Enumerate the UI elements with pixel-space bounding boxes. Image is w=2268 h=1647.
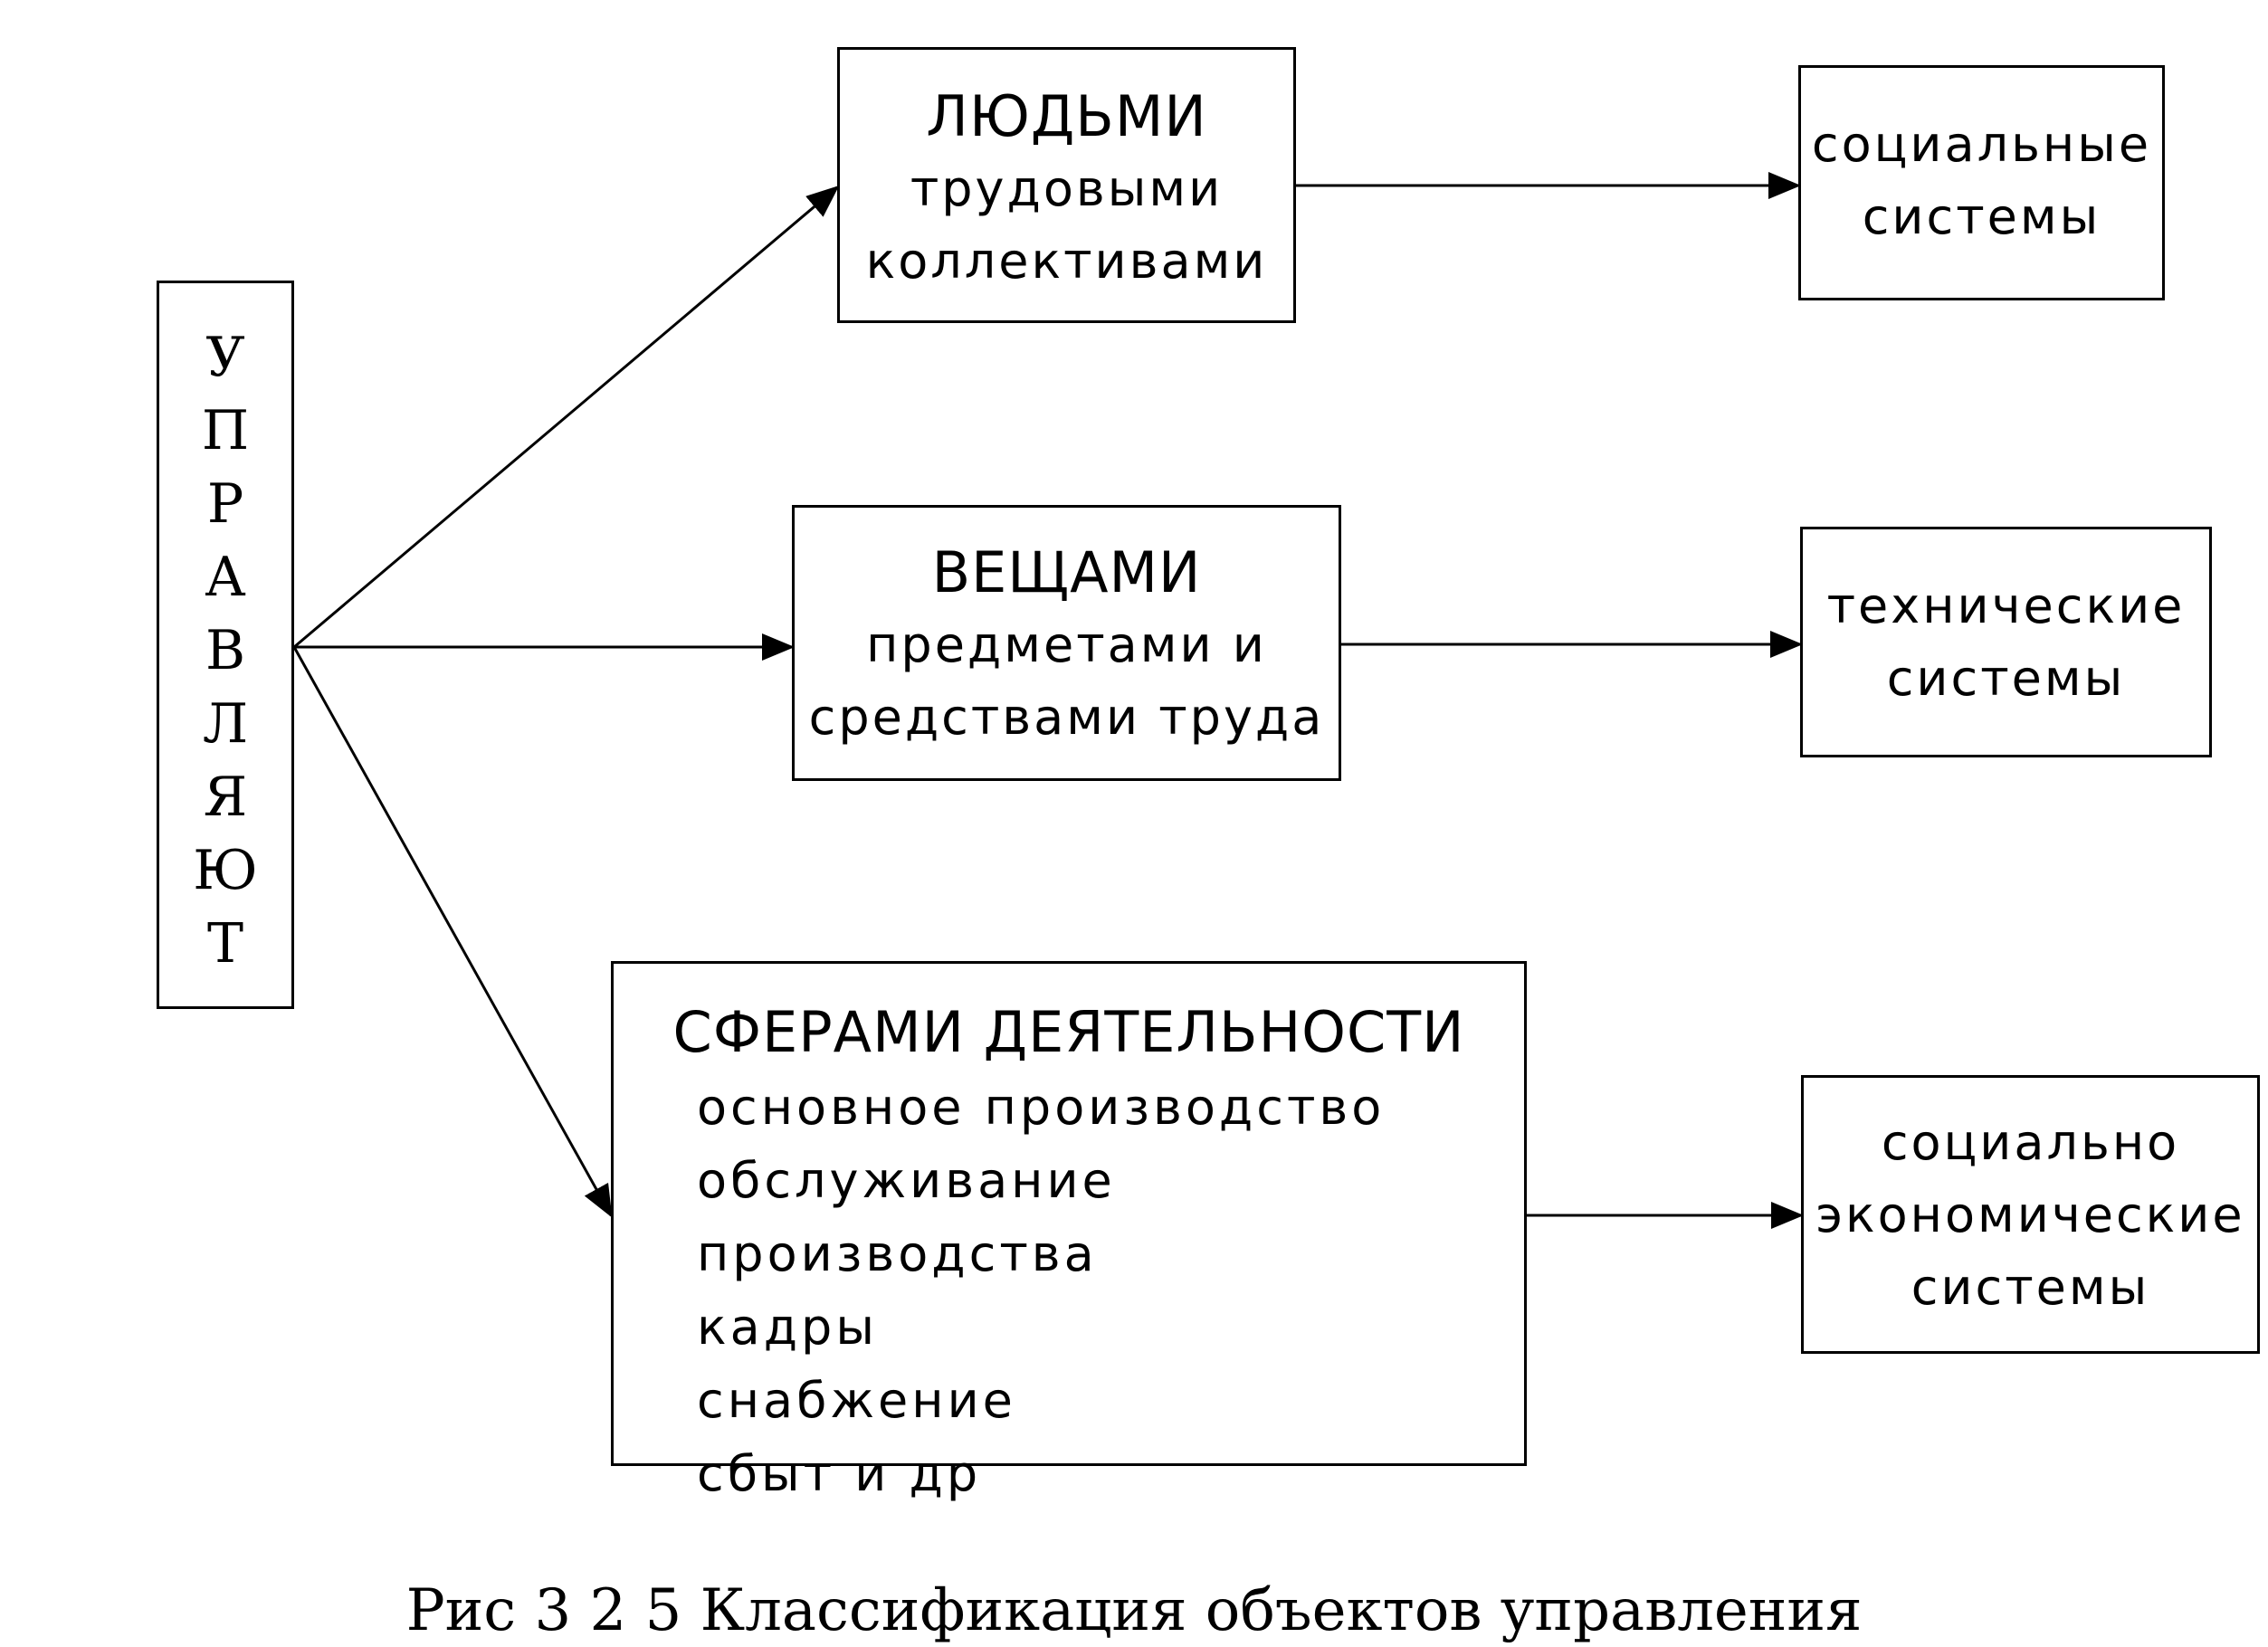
spheres-list-item: основное производство: [697, 1079, 1386, 1136]
system-box-social: социальные системы: [1798, 65, 2165, 300]
system-line: экономические: [1815, 1186, 2245, 1243]
root-letter: Р: [206, 472, 244, 536]
object-line: средствами труда: [808, 689, 1325, 746]
root-letter: А: [205, 546, 246, 609]
system-line: системы: [1911, 1259, 2150, 1316]
root-letter: В: [205, 619, 246, 682]
system-line: системы: [1886, 650, 2126, 707]
root-letter: Т: [206, 912, 244, 976]
root-letter: У: [205, 326, 245, 389]
system-line: социальные: [1811, 116, 2152, 173]
root-letter: Ю: [193, 839, 258, 902]
object-box-people: ЛЮДЬМИ трудовыми коллективами: [837, 47, 1296, 323]
object-heading-people: ЛЮДЬМИ: [926, 83, 1207, 149]
root-letter: Л: [202, 692, 249, 756]
object-heading-things: ВЕЩАМИ: [931, 539, 1202, 605]
system-box-socioeconomic: социально экономические системы: [1801, 1075, 2260, 1354]
root-box-manage: У П Р А В Л Я Ю Т: [157, 281, 294, 1009]
root-vertical-label: У П Р А В Л Я Ю Т: [159, 321, 291, 981]
spheres-list-item: снабжение: [697, 1372, 1016, 1429]
spheres-list: основное производство обслуживание произ…: [697, 1071, 1515, 1510]
root-letter: Я: [203, 766, 248, 829]
system-line: технические: [1826, 577, 2186, 634]
system-line: системы: [1862, 188, 2101, 245]
object-box-spheres: СФЕРАМИ ДЕЯТЕЛЬНОСТИ основное производст…: [611, 961, 1527, 1502]
root-letter: П: [201, 399, 250, 462]
system-line: социально: [1881, 1114, 2180, 1171]
object-heading-spheres: СФЕРАМИ ДЕЯТЕЛЬНОСТИ: [672, 999, 1465, 1065]
spheres-list-item: обслуживание производства: [697, 1152, 1116, 1282]
spheres-list-item: сбыт и др: [697, 1445, 982, 1502]
figure-caption: Рис 3 2 5 Классификация объектов управле…: [405, 1577, 1863, 1644]
object-line: коллективами: [865, 233, 1268, 290]
system-box-technical: технические системы: [1800, 527, 2212, 757]
spheres-list-item: кадры: [697, 1299, 878, 1356]
arrow-root-to-people: [293, 186, 840, 649]
object-box-things: ВЕЩАМИ предметами и средствами труда: [792, 505, 1341, 781]
object-line: предметами и: [866, 616, 1267, 673]
arrow-root-to-spheres: [292, 646, 613, 1218]
object-line: трудовыми: [910, 160, 1224, 217]
